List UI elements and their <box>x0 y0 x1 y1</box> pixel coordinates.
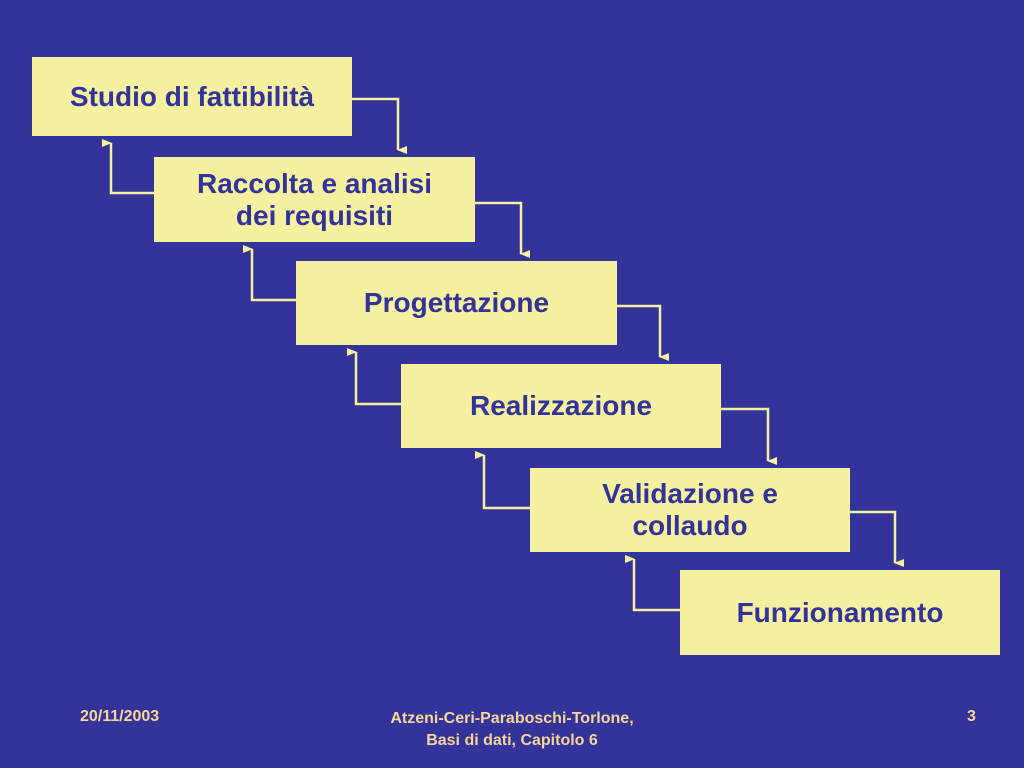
phase-studio-fattibilita: Studio di fattibilità <box>32 57 352 136</box>
phase-realizzazione: Realizzazione <box>401 364 721 448</box>
forward-arrow-2 <box>475 201 530 258</box>
phase-label-line1: Raccolta e analisi <box>196 167 432 199</box>
footer-date: 20/11/2003 <box>80 708 160 725</box>
feedback-arrow-5 <box>625 555 680 612</box>
phase-label-line2: collaudo <box>632 510 748 541</box>
feedback-arrow-3 <box>347 348 401 406</box>
phase-label: Progettazione <box>363 287 550 318</box>
forward-arrow-5 <box>850 510 904 567</box>
forward-arrow-4 <box>721 407 777 465</box>
phase-label: Funzionamento <box>736 596 944 628</box>
phase-label: Studio di fattibilità <box>69 80 315 112</box>
phase-progettazione: Progettazione <box>296 261 617 345</box>
footer-page-number: 3 <box>967 708 976 725</box>
phase-label-line1: Validazione e <box>602 478 778 509</box>
forward-arrow-1 <box>352 97 407 154</box>
feedback-arrow-1 <box>102 139 154 195</box>
phase-funzionamento: Funzionamento <box>680 570 1000 655</box>
phase-label-line2: dei requisiti <box>235 199 394 231</box>
feedback-arrow-4 <box>475 451 530 510</box>
feedback-arrow-2 <box>243 245 296 302</box>
phase-label: Realizzazione <box>469 390 653 421</box>
footer-credit-line1: Atzeni-Ceri-Paraboschi-Torlone, <box>390 710 634 727</box>
footer-credit: Atzeni-Ceri-Paraboschi-Torlone, Basi di … <box>312 708 712 752</box>
phase-validazione-collaudo: Validazione e collaudo <box>530 468 850 552</box>
phase-raccolta-analisi-requisiti: Raccolta e analisi dei requisiti <box>154 157 475 242</box>
forward-arrow-3 <box>617 304 669 361</box>
footer-credit-line2: Basi di dati, Capitolo 6 <box>426 732 598 749</box>
